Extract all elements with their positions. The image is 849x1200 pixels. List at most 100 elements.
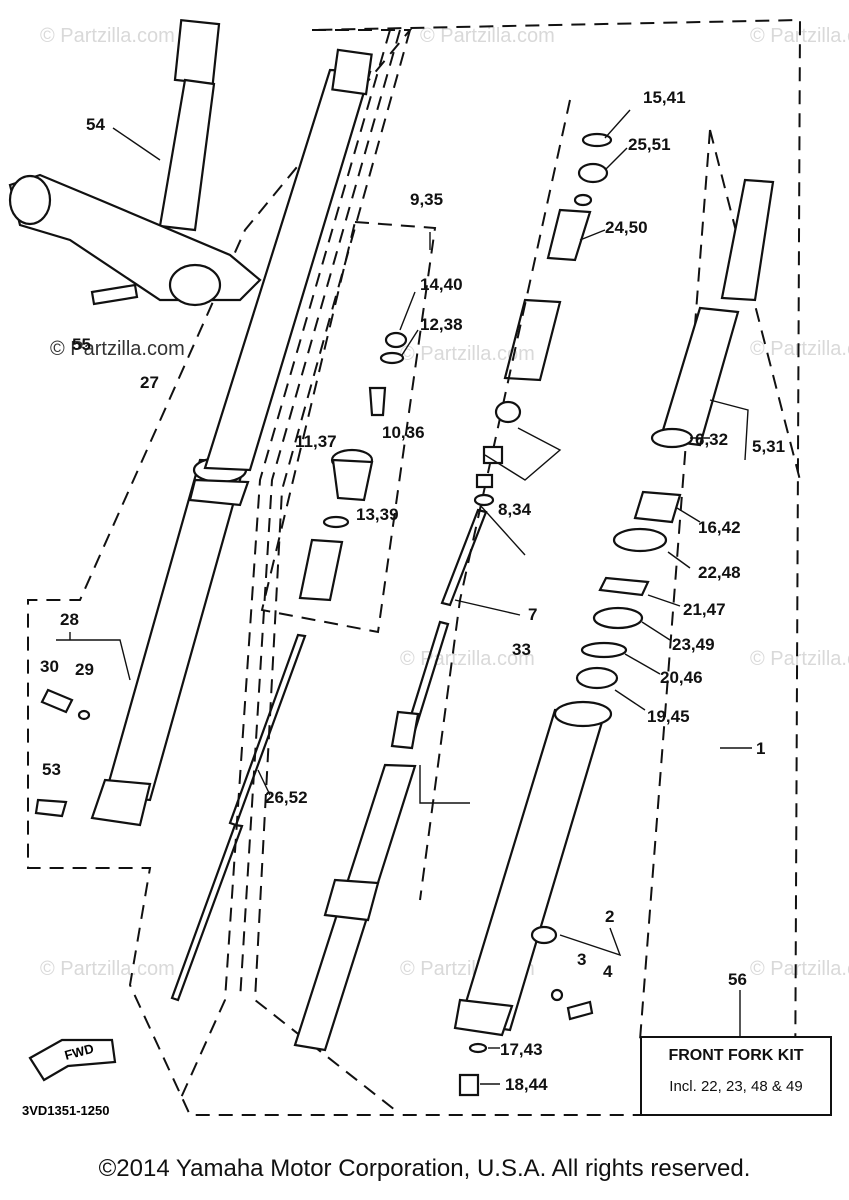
callout-26-52: 26,52 (265, 788, 308, 807)
part-29 (77, 709, 91, 721)
part-bolt-cap (494, 400, 522, 424)
cap-bolt (331, 48, 373, 96)
fwd-label: FWD (63, 1041, 95, 1063)
leader-line (112, 127, 161, 161)
callout-3: 3 (577, 950, 586, 969)
part-6-32 (650, 427, 694, 449)
leader-line (614, 689, 646, 711)
callout-20-46: 20,46 (660, 668, 703, 687)
part-15-41 (581, 132, 613, 148)
callout-54: 54 (86, 115, 105, 134)
callout-53: 53 (42, 760, 61, 779)
leader-line (641, 621, 671, 641)
part-24-50 (546, 208, 592, 262)
callout-55: 55 (72, 335, 91, 354)
parts-diagram: © Partzilla.com © Partzilla.com © Partzi… (8, 18, 849, 1118)
part-3 (550, 988, 564, 1002)
leader-lines (56, 109, 752, 1085)
callout-1: 1 (756, 739, 765, 758)
part-8-34-a (482, 445, 504, 465)
rod-7-33 (440, 508, 488, 607)
callout-16-42: 16,42 (698, 518, 741, 537)
callout-29: 29 (75, 660, 94, 679)
leader-line (479, 504, 526, 556)
outer-tube-right (458, 708, 607, 1032)
right-inner-tube (293, 710, 420, 1052)
leader-line (419, 765, 470, 804)
leader-line (604, 147, 628, 171)
part-18-44 (458, 1073, 480, 1097)
copyright-notice: ©2014 Yamaha Motor Corporation, U.S.A. A… (98, 1155, 751, 1182)
part-12-38 (379, 351, 405, 365)
part-5-31-upper (720, 178, 775, 302)
part-22-48 (612, 527, 668, 553)
part-14-40 (384, 331, 408, 349)
leader-line (709, 399, 749, 461)
bracket-clamp-left (8, 174, 52, 226)
watermark-layer: © Partzilla.com © Partzilla.com © Partzi… (40, 25, 849, 980)
part-16-42 (633, 490, 682, 524)
part-21-47 (598, 576, 650, 597)
callout-2: 2 (605, 907, 614, 926)
fork-assembly-outline (27, 18, 802, 1116)
bracket-clamp-right (168, 263, 222, 307)
callout-30: 30 (40, 657, 59, 676)
watermark-text: © Partzilla.com (750, 648, 849, 670)
callout-33: 33 (512, 640, 531, 659)
callout-21-47: 21,47 (683, 600, 726, 619)
dash-guide-line (419, 99, 571, 901)
part-25-51 (577, 162, 609, 184)
callout-23-49: 23,49 (672, 635, 715, 654)
outer-tube-body (103, 458, 247, 802)
fwd-arrow-shape (28, 1038, 117, 1082)
leader-line (484, 427, 562, 481)
part-washer (573, 193, 593, 207)
outer-tube-collar (188, 478, 250, 507)
stem-thread (173, 18, 221, 86)
watermark-text: © Partzilla.com (400, 343, 535, 365)
part-17-43 (468, 1042, 488, 1054)
part-30 (40, 688, 74, 714)
pinch-bolt (90, 283, 139, 306)
part-8-34-b (475, 473, 494, 489)
stem-shaft (158, 78, 216, 232)
diagram-code: 3VD1351-1250 (22, 1103, 109, 1118)
part-piston-body (331, 458, 374, 502)
callout-5-31: 5,31 (752, 437, 785, 456)
part-13-39 (322, 515, 350, 529)
watermark-text: © Partzilla.com (420, 25, 555, 47)
fwd-arrow: FWD (28, 1038, 117, 1082)
callout-27: 27 (140, 373, 159, 392)
steering-stem (8, 18, 262, 307)
dash-guide-line (709, 129, 801, 481)
dash-guide-line (639, 129, 711, 1041)
right-fork-outer-tube (453, 700, 613, 1037)
axle-boss (90, 778, 152, 827)
part-8-34-c (473, 493, 495, 507)
dash-guide-line (179, 29, 391, 1101)
callout-7: 7 (528, 605, 537, 624)
callout-56: 56 (728, 970, 747, 989)
left-inner-tube (203, 48, 373, 472)
leader-line (676, 507, 701, 523)
leader-line (257, 769, 271, 796)
callout-18-44: 18,44 (505, 1075, 548, 1094)
front-fork-kit-box: FRONT FORK KIT Incl. 22, 23, 48 & 49 (640, 1036, 832, 1116)
damper-subassembly-outline (260, 220, 437, 634)
watermark-text: © Partzilla.com (40, 25, 175, 47)
outer-tube-right-top (553, 700, 613, 728)
callout-25-51: 25,51 (628, 135, 671, 154)
callout-11-37: 11,37 (295, 432, 337, 451)
dust-seal-ring (323, 878, 380, 922)
callout-15-41: 15,41 (643, 88, 686, 107)
watermark-text: © Partzilla.com (40, 958, 175, 980)
watermark-text: © Partzilla.com (750, 338, 849, 360)
watermark-text: © Partzilla.com (400, 648, 535, 670)
callout-14-40: 14,40 (420, 275, 463, 294)
callout-24-50: 24,50 (605, 218, 648, 237)
part-5-31-lower (658, 306, 740, 447)
part-23-49 (592, 606, 644, 630)
part-2 (530, 925, 558, 945)
part-damper-rod (298, 538, 344, 602)
part-bolt-11-37 (368, 386, 387, 417)
